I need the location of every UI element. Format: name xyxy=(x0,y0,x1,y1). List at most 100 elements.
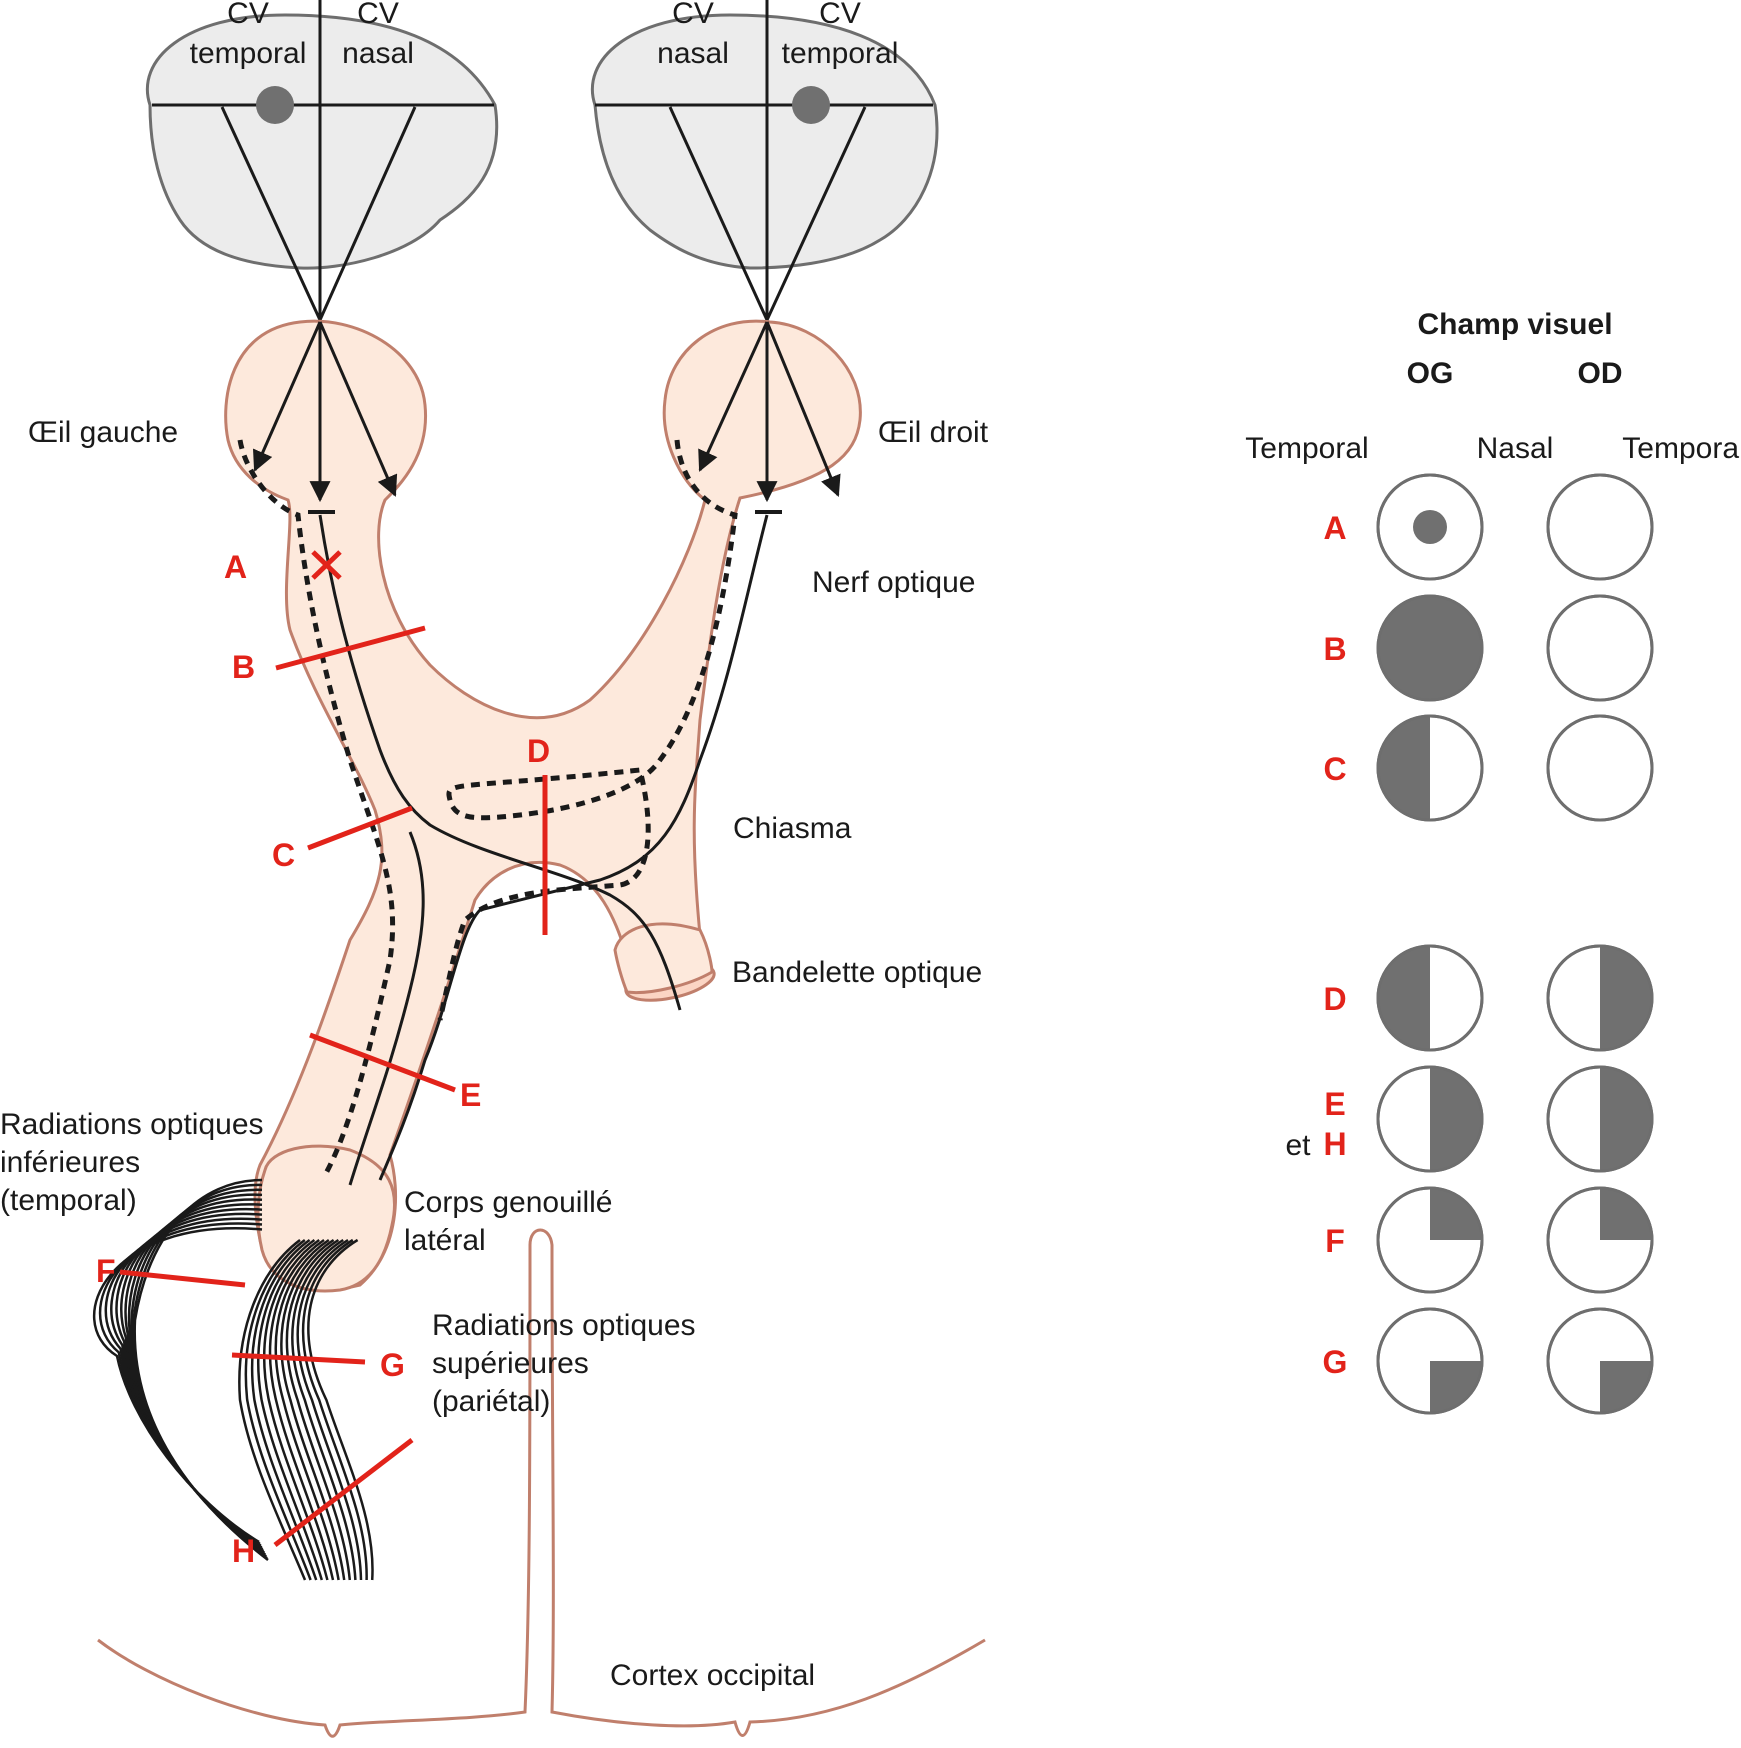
field-row-b: B xyxy=(1323,594,1654,702)
row-label: D xyxy=(1323,981,1346,1017)
panel-title: Champ visuel xyxy=(1417,308,1612,341)
superior-radiation-fiber xyxy=(263,1238,329,1581)
label-lgn-line2: latéral xyxy=(404,1224,486,1257)
field-axes xyxy=(152,0,933,320)
field-outline xyxy=(1546,1186,1654,1294)
defect-lower-right xyxy=(1430,1361,1482,1413)
superior-optic-radiations xyxy=(238,1238,374,1581)
defect-lower-right xyxy=(1600,1361,1652,1413)
left-field-nasal-label: nasal xyxy=(342,37,414,70)
right-temporal-fiber xyxy=(437,439,738,1021)
inferior-optic-radiations xyxy=(92,1178,269,1561)
superior-radiation-fiber xyxy=(274,1238,340,1581)
occipital-cortex xyxy=(97,1228,986,1738)
field-outline xyxy=(1546,473,1654,581)
field-row-a: A xyxy=(1323,473,1654,581)
defect-right-half xyxy=(1600,946,1652,1050)
right-visual-field xyxy=(590,13,939,270)
right-field-nasal-label: nasal xyxy=(657,37,729,70)
defect-upper-right xyxy=(1430,1188,1482,1240)
superior-radiation-fiber xyxy=(307,1238,374,1581)
field-row-c: C xyxy=(1323,714,1654,822)
defect-left-half xyxy=(1378,946,1430,1050)
label-right-eye: Œil droit xyxy=(878,416,989,449)
superior-radiation-fiber xyxy=(296,1238,363,1581)
label-left-eye: Œil gauche xyxy=(28,416,178,449)
label-inferior-radiations-line1: Radiations optiques xyxy=(0,1108,264,1141)
field-row-d: D xyxy=(1323,944,1654,1052)
right-eye-rays xyxy=(668,106,867,321)
row-label-and: et xyxy=(1285,1129,1311,1162)
left-visual-field xyxy=(145,13,499,270)
left-nasal-fiber xyxy=(318,514,682,1011)
field-row-g: G xyxy=(1323,1307,1654,1415)
field-outline xyxy=(1376,473,1484,581)
superior-radiation-fiber xyxy=(285,1238,352,1581)
label-inferior-radiations-line2: inférieures xyxy=(0,1146,140,1179)
defect-right-half xyxy=(1600,1067,1652,1171)
superior-radiation-fiber xyxy=(268,1238,335,1581)
superior-radiation-fiber xyxy=(238,1239,307,1581)
field-row-f: F xyxy=(1325,1186,1654,1294)
field-outline xyxy=(1376,1186,1484,1294)
superior-radiation-fiber xyxy=(250,1238,318,1581)
label-inferior-radiations-line3: (temporal) xyxy=(0,1184,137,1217)
defect-right-half xyxy=(1430,1067,1482,1171)
defect-central xyxy=(1413,510,1447,544)
left-eye-rays xyxy=(220,106,417,321)
left-field-temporal-cv: CV xyxy=(227,0,269,30)
right-eye-rays-inner xyxy=(698,321,841,503)
right-blind-spot xyxy=(792,86,830,124)
label-chiasm: Chiasma xyxy=(733,812,852,845)
lesion-c-line xyxy=(307,805,413,851)
field-outline xyxy=(1376,594,1484,702)
left-eye-rays-inner xyxy=(252,321,398,503)
label-lgn-line1: Corps genouillé xyxy=(404,1186,612,1219)
left-tract-fiber xyxy=(348,831,425,1186)
label-occipital-cortex: Cortex occipital xyxy=(610,1659,815,1692)
lesion-h-line xyxy=(273,1438,414,1547)
panel-temporal-left: Temporal xyxy=(1245,432,1368,465)
panel-nasal: Nasal xyxy=(1477,432,1554,465)
field-outline xyxy=(1546,594,1654,702)
defect-upper-right xyxy=(1600,1188,1652,1240)
label-superior-radiations-line3: (pariétal) xyxy=(432,1385,550,1418)
superior-radiation-fiber xyxy=(291,1238,357,1581)
defect-left-half xyxy=(1378,716,1430,820)
row-label: G xyxy=(1323,1344,1348,1380)
right-field-temporal-label: temporal xyxy=(782,37,899,70)
field-outline xyxy=(1546,1065,1654,1173)
lesion-label-a: A xyxy=(224,549,247,585)
field-outline xyxy=(1546,1307,1654,1415)
panel-og-header: OG xyxy=(1407,357,1454,390)
field-outline xyxy=(1376,944,1484,1052)
lesion-f-line xyxy=(119,1269,246,1288)
label-superior-radiations-line1: Radiations optiques xyxy=(432,1309,696,1342)
superior-radiation-fiber xyxy=(301,1238,368,1581)
superior-radiation-fiber xyxy=(280,1238,346,1581)
lesion-e-line xyxy=(309,1032,456,1093)
superior-radiation-fiber xyxy=(244,1238,312,1581)
lesion-label-b: B xyxy=(232,649,255,685)
lesion-label-c: C xyxy=(272,837,295,873)
left-field-temporal-label: temporal xyxy=(190,37,307,70)
right-field-nasal-cv: CV xyxy=(672,0,714,30)
left-blind-spot xyxy=(256,86,294,124)
label-superior-radiations-line2: supérieures xyxy=(432,1347,589,1380)
right-field-temporal-cv: CV xyxy=(819,0,861,30)
inferior-radiation-fiber xyxy=(92,1227,263,1544)
field-outline xyxy=(1546,714,1654,822)
lesion-a-marker xyxy=(311,550,342,580)
field-outline xyxy=(1546,944,1654,1052)
field-outline xyxy=(1376,1065,1484,1173)
label-optic-tract: Bandelette optique xyxy=(732,956,982,989)
defect-full xyxy=(1378,596,1482,700)
row-label: C xyxy=(1323,751,1346,787)
left-field-nasal-cv: CV xyxy=(357,0,399,30)
panel-od-header: OD xyxy=(1578,357,1623,390)
lesion-label-d: D xyxy=(527,733,550,769)
lesion-label-e: E xyxy=(460,1077,481,1113)
